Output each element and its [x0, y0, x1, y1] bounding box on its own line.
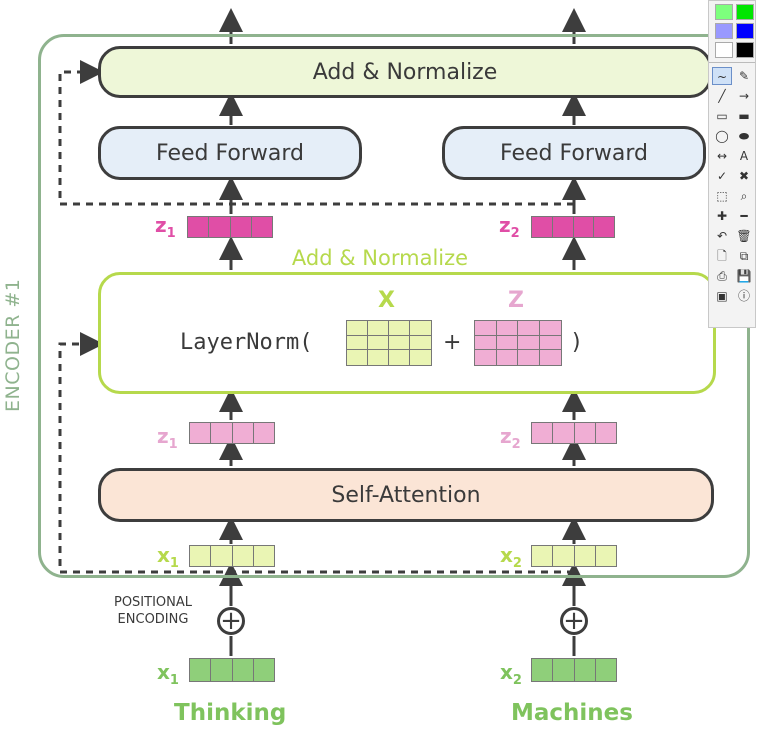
layernorm-caption: Add & Normalize	[291, 246, 469, 270]
x-matrix-label: X	[378, 288, 395, 313]
positional-add-2: +	[560, 607, 588, 635]
toolbar-tool-icon[interactable]: ━	[740, 209, 748, 223]
x-matrix	[346, 320, 432, 366]
encoder-label: ENCODER #1	[2, 278, 24, 412]
toolbar-tool-icon[interactable]: ⓘ	[737, 289, 750, 303]
color-swatch[interactable]	[736, 23, 754, 39]
toolbar-tool-icon[interactable]: →	[738, 89, 750, 103]
z-matrix	[474, 320, 562, 366]
add-normalize-top: Add & Normalize	[98, 46, 712, 98]
z1-lower-label: z1	[157, 424, 178, 452]
toolbar-tool-icon[interactable]: ✚	[716, 209, 728, 223]
z2-lower-vector	[531, 422, 617, 444]
word-thinking: Thinking	[174, 700, 287, 726]
layernorm-close: )	[570, 330, 584, 355]
color-swatch[interactable]	[715, 4, 733, 20]
word-machines: Machines	[511, 700, 633, 726]
z1-upper-label: z1	[155, 213, 176, 241]
toolbar-tool-icon[interactable]: ↔	[716, 149, 728, 163]
z-matrix-label: Z	[508, 288, 524, 313]
annotation-toolbar: ~ ✎ ╱ → ▭ ▬ ◯ ⬬ ↔ A ✓ ✖ ⬚ ⌕ ✚ ━ ↶ 🗑 🗋 ⧉ ⎙ 💾 ▣ ⓘ	[708, 0, 756, 328]
x2-mid-vector	[531, 545, 617, 567]
toolbar-tool-icon[interactable]: ▣	[716, 289, 728, 303]
toolbar-tool-icon[interactable]: 🗋	[717, 249, 727, 263]
toolbar-tool-icon[interactable]: ▭	[716, 109, 728, 123]
positional-encoding-label: POSITIONAL ENCODING	[113, 595, 193, 627]
toolbar-tool-icon[interactable]: ↶	[716, 229, 728, 243]
color-swatches	[709, 1, 755, 62]
x2-mid-label: x2	[500, 543, 522, 571]
toolbar-tool-icon[interactable]: ⬬	[738, 129, 750, 143]
toolbar-tool-icon[interactable]: 💾	[736, 269, 752, 283]
feed-forward-1: Feed Forward	[98, 126, 362, 180]
toolbar-tool-icon[interactable]: ⎙	[717, 269, 727, 283]
toolbar-tool-icon[interactable]: ⧉	[739, 249, 749, 263]
toolbar-tool-icon[interactable]: ✓	[716, 169, 728, 183]
color-swatch[interactable]	[715, 23, 733, 39]
residual-dashed-bottom	[58, 332, 574, 574]
self-attention: Self-Attention	[98, 468, 714, 522]
toolbar-tool-icon[interactable]: ✎	[738, 69, 750, 83]
toolbar-tool-icon[interactable]: ◯	[715, 129, 729, 143]
toolbar-tool-icon[interactable]: ▬	[738, 109, 750, 123]
layernorm-text: LayerNorm(	[180, 330, 313, 355]
x1-bottom-label: x1	[157, 660, 179, 688]
toolbar-tool-icon[interactable]: A	[739, 149, 749, 163]
color-swatch[interactable]	[715, 42, 733, 58]
toolbar-separator	[709, 62, 755, 63]
tool-buttons: ~ ✎ ╱ → ▭ ▬ ◯ ⬬ ↔ A ✓ ✖ ⬚ ⌕ ✚ ━ ↶ 🗑 🗋 ⧉ ⎙ 💾 ▣ ⓘ	[709, 63, 755, 309]
toolbar-tool-icon[interactable]: ✖	[738, 169, 750, 183]
toolbar-tool-icon[interactable]: ⌕	[740, 189, 748, 203]
z2-upper-label: z2	[499, 213, 520, 241]
positional-add-1: +	[217, 607, 245, 635]
z1-lower-vector	[189, 422, 275, 444]
x2-bottom-vector	[531, 658, 617, 682]
z2-lower-label: z2	[500, 424, 521, 452]
layernorm-plus: +	[443, 330, 462, 355]
feed-forward-2: Feed Forward	[442, 126, 706, 180]
toolbar-tool-icon[interactable]: 🗑	[736, 229, 752, 243]
toolbar-tool-icon[interactable]: ~	[712, 67, 732, 85]
color-swatch[interactable]	[736, 4, 754, 20]
toolbar-tool-icon[interactable]: ╱	[718, 89, 726, 103]
toolbar-tool-icon[interactable]: ⬚	[716, 189, 728, 203]
x1-mid-vector	[189, 545, 275, 567]
x2-bottom-label: x2	[500, 660, 522, 688]
x1-mid-label: x1	[157, 543, 179, 571]
x1-bottom-vector	[189, 658, 275, 682]
z1-upper-vector	[187, 216, 273, 238]
color-swatch[interactable]	[736, 42, 754, 58]
z2-upper-vector	[531, 216, 615, 238]
